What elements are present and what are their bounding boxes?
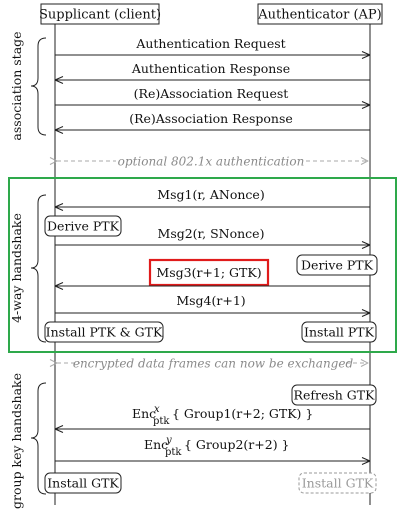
derive-ptk-client-box xyxy=(44,215,122,237)
fourway-frame xyxy=(8,177,397,353)
refresh-gtk-box xyxy=(291,384,377,406)
install-gtk-client-box xyxy=(44,472,122,494)
group1-label: { Group1(r+2; GTK) } xyxy=(172,406,313,421)
optional-note-bg xyxy=(116,153,306,169)
fourway-stage-label: 4-way handshake xyxy=(9,213,24,323)
assoc-request-label: (Re)Association Request xyxy=(134,86,289,101)
auth-response-label: Authentication Response xyxy=(131,61,290,76)
assoc-response-label: (Re)Association Response xyxy=(129,111,293,126)
groupkey-brace xyxy=(30,382,47,495)
derive-ptk-client-label: Derive PTK xyxy=(47,219,120,234)
groupkey-stage-label: group key handshake xyxy=(9,373,24,509)
group2-label: { Group2(r+2) } xyxy=(184,437,290,452)
install-gtk-client-label: Install GTK xyxy=(47,476,119,491)
enc1-subscript: ptk xyxy=(153,416,170,427)
client-header: Supplicant (client) xyxy=(39,8,161,23)
msg2-label: Msg2(r, SNonce) xyxy=(158,226,265,241)
msg3-highlight-box xyxy=(148,258,270,287)
association-brace xyxy=(30,37,47,136)
msg4-label: Msg4(r+1) xyxy=(176,293,245,308)
ap-header: Authenticator (AP) xyxy=(257,8,382,23)
auth-request-label: Authentication Request xyxy=(135,36,285,51)
enc1-superscript: x xyxy=(154,404,160,415)
derive-ptk-ap-label: Derive PTK xyxy=(301,258,374,273)
association-stage-label: association stage xyxy=(9,31,24,140)
enc1-base: Enc xyxy=(132,406,156,421)
ap-header-box xyxy=(257,3,383,25)
install-ptk-ap-box xyxy=(301,321,377,343)
msg1-label: Msg1(r, ANonce) xyxy=(157,187,264,202)
optional-auth-note: optional 802.1x authentication xyxy=(118,155,305,169)
enc2-subscript: ptk xyxy=(165,447,182,458)
encrypted-frames-note: encrypted data frames can now be exchang… xyxy=(73,357,354,371)
install-gtk-ap-label: Install GTK xyxy=(302,476,374,491)
install-ptk-gtk-box xyxy=(44,321,164,343)
install-gtk-ap-box xyxy=(298,472,377,494)
install-ptk-gtk-label: Install PTK & GTK xyxy=(46,325,163,340)
encrypted-note-bg xyxy=(80,355,346,371)
client-header-box xyxy=(40,3,160,25)
derive-ptk-ap-box xyxy=(296,254,378,276)
enc2-superscript: y xyxy=(165,435,172,446)
enc2-base: Enc xyxy=(144,437,168,452)
fourway-brace xyxy=(30,194,47,343)
refresh-gtk-label: Refresh GTK xyxy=(294,388,376,403)
msg3-label: Msg3(r+1; GTK) xyxy=(156,265,261,280)
install-ptk-ap-label: Install PTK xyxy=(304,325,375,340)
